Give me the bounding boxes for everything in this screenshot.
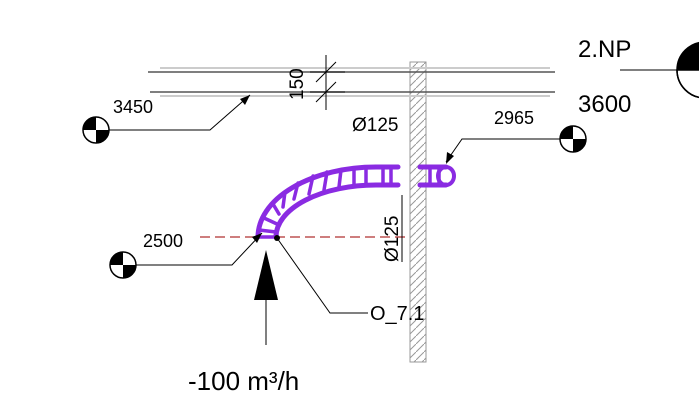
duct-elbow: [255, 164, 456, 240]
airflow-label: -100 m³/h: [188, 366, 299, 396]
element-id-leader: O_7.1: [274, 235, 424, 325]
up-arrow-icon: [254, 250, 278, 345]
elevation-2500: 2500: [109, 231, 263, 279]
elevation-marker-icon: [109, 251, 137, 279]
elevation-marker-icon: [559, 125, 587, 153]
elev-2965-label: 2965: [494, 108, 534, 128]
elevation-marker-icon: [82, 116, 110, 144]
elevation-marker-icon: [676, 41, 699, 99]
wall: [409, 61, 427, 363]
elevation-2965: 2965: [445, 108, 587, 164]
floor-label: 2.NP 3600: [578, 36, 699, 118]
diameter-vertical-label: Ø125: [382, 216, 403, 262]
dimension-150-label: 150: [287, 68, 308, 100]
elevation-3450: 3450: [82, 94, 251, 144]
element-id-label: O_7.1: [370, 303, 424, 325]
diameter-horizontal-label: Ø125: [352, 115, 398, 136]
elev-3450-label: 3450: [113, 97, 153, 117]
reference-lines: [148, 67, 699, 97]
elev-2500-label: 2500: [143, 231, 183, 251]
floor-name: 2.NP: [578, 36, 631, 63]
floor-elevation: 3600: [578, 91, 631, 118]
dimension-150: 150: [287, 55, 345, 110]
